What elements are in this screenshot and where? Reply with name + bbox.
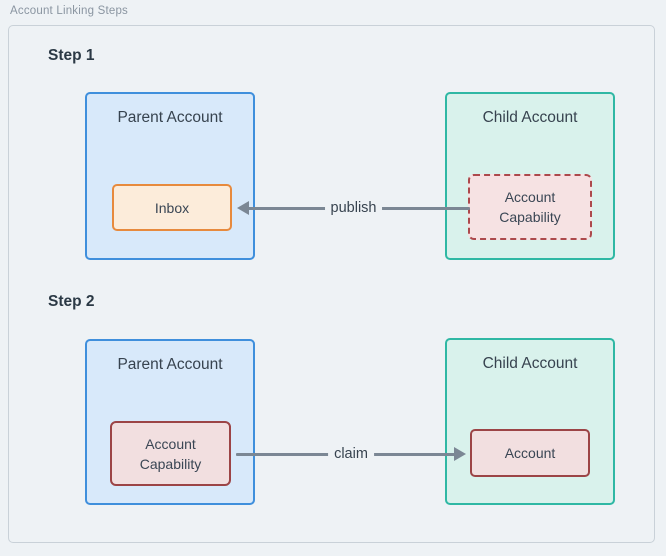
account-capability-solid-box: Account Capability [110, 421, 231, 486]
claim-arrow-label: claim [328, 446, 374, 462]
claim-arrow: claim [236, 446, 466, 462]
account-capability-label: Account Capability [139, 435, 202, 472]
claim-arrowhead-right-icon [454, 447, 466, 461]
child-account-title: Child Account [482, 109, 578, 126]
account-label: Account [504, 445, 556, 461]
account-capability-label: Account Capability [499, 189, 561, 225]
publish-arrowhead-left-icon [237, 201, 249, 215]
parent-account-title: Parent Account [117, 109, 223, 126]
publish-arrow-label: publish [324, 200, 383, 216]
step-2-parent-account-box: Parent Account Account Capability [85, 339, 255, 505]
step-1-child-account-box: Child Account Account Capability [445, 92, 615, 260]
account-capability-dashed-box: Account Capability [468, 174, 592, 240]
parent-account-title: Parent Account [117, 356, 223, 373]
step-1-parent-account-box: Parent Account Inbox [85, 92, 255, 260]
diagram-frame [8, 25, 655, 543]
inbox-label: Inbox [154, 199, 190, 216]
child-account-title: Child Account [482, 355, 578, 372]
step-2-child-account-box: Child Account Account [445, 338, 615, 505]
publish-arrow: publish [237, 200, 470, 216]
inbox-box: Inbox [112, 184, 232, 231]
step-2-heading: Step 2 [48, 293, 95, 310]
step-1-heading: Step 1 [48, 47, 95, 64]
account-box: Account [470, 429, 590, 477]
diagram-title: Account Linking Steps [10, 5, 128, 17]
